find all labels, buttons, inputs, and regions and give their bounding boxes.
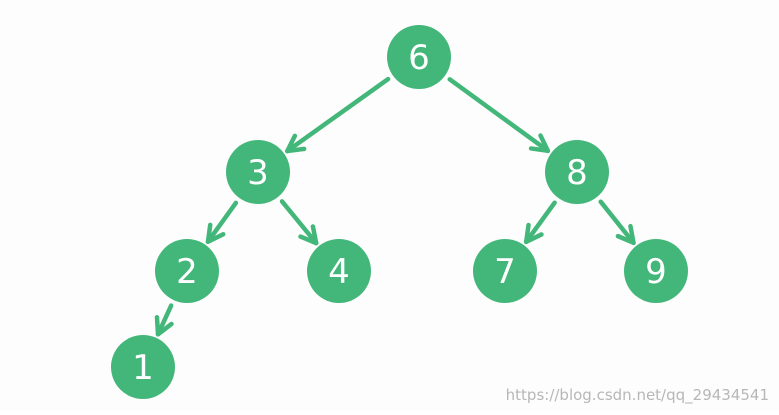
- node-circle: [155, 239, 219, 303]
- edge-n2-n1: [154, 303, 174, 337]
- node-label: 1: [132, 348, 154, 388]
- node-circle: [624, 239, 688, 303]
- node-circle: [226, 140, 290, 204]
- tree-node-2: 2: [155, 239, 219, 303]
- tree-node-8: 8: [545, 140, 609, 204]
- node-label: 6: [408, 38, 430, 78]
- node-label: 8: [566, 153, 588, 193]
- node-circle: [387, 25, 451, 89]
- edge-n8-n9: [598, 199, 636, 246]
- watermark-text: https://blog.csdn.net/qq_29434541: [505, 386, 769, 404]
- edge-n6-n3: [285, 76, 391, 154]
- edge-n3-n4: [279, 199, 319, 246]
- tree-node-6: 6: [387, 25, 451, 89]
- edges-group: [154, 76, 636, 337]
- edge-n6-n8: [447, 77, 551, 154]
- tree-node-4: 4: [307, 239, 371, 303]
- tree-node-9: 9: [624, 239, 688, 303]
- tree-node-3: 3: [226, 140, 290, 204]
- node-label: 7: [494, 252, 516, 292]
- node-label: 4: [328, 252, 350, 292]
- node-circle: [307, 239, 371, 303]
- edge-n8-n7: [523, 200, 557, 245]
- node-label: 9: [645, 252, 667, 292]
- node-label: 2: [176, 252, 198, 292]
- tree-node-1: 1: [111, 335, 175, 399]
- node-circle: [545, 140, 609, 204]
- tree-node-7: 7: [473, 239, 537, 303]
- node-label: 3: [247, 153, 269, 193]
- edge-n3-n2: [205, 200, 239, 244]
- node-circle: [111, 335, 175, 399]
- nodes-group: 6 3 8 2 4 7 9 1: [111, 25, 688, 399]
- node-circle: [473, 239, 537, 303]
